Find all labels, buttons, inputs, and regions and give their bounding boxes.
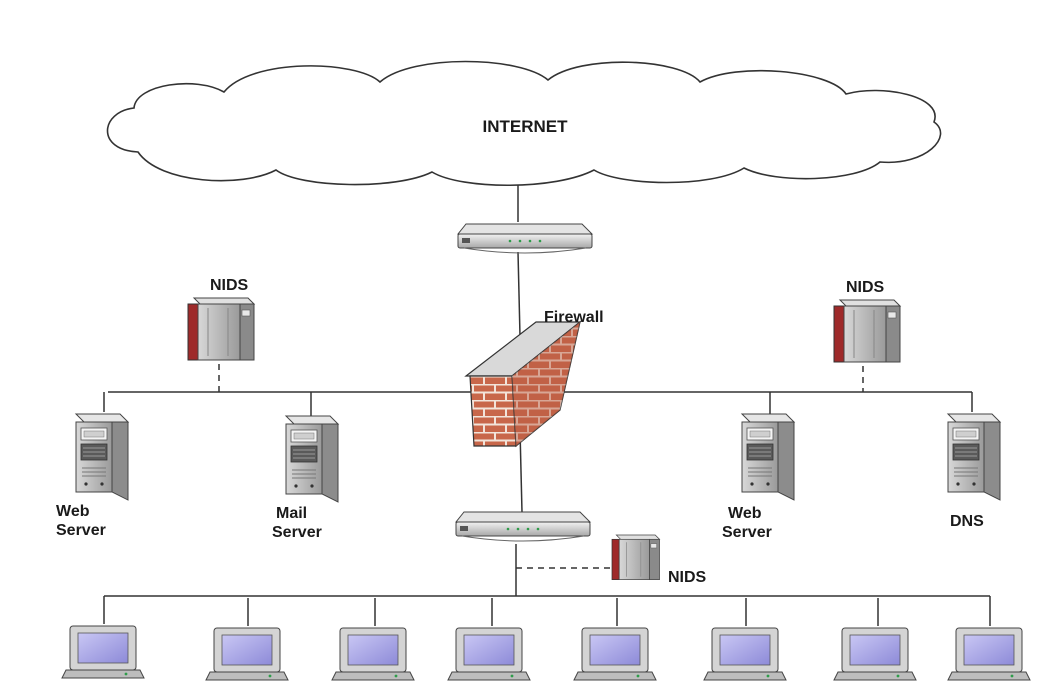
server-icon [947, 413, 1001, 501]
firewall-to-switch-link [519, 429, 523, 513]
nids-left-label: NIDS [210, 277, 249, 294]
nids-lan: NIDS [611, 534, 707, 586]
workstation-icon [331, 627, 415, 681]
nids-right-icon [833, 299, 901, 363]
router-to-firewall-link [517, 251, 521, 337]
nids-left: NIDS [187, 277, 255, 361]
server-mail: Mail Server [272, 415, 339, 541]
server-label-line2: Server [56, 522, 106, 539]
workstation-icon [573, 627, 657, 681]
server-web-2: Web Server [722, 413, 795, 541]
nids-taps [218, 364, 864, 569]
server-label-line1: Web [56, 503, 90, 520]
nids-left-icon [187, 297, 255, 361]
nids-right: NIDS [833, 279, 901, 363]
internet-label: INTERNET [483, 117, 569, 136]
server-icon [741, 413, 795, 501]
workstation-icon [947, 627, 1031, 681]
server-label-line1: Mail [276, 505, 307, 522]
server-label-line2: Server [722, 524, 772, 541]
nids-lan-icon [611, 534, 660, 581]
nids-lan-label: NIDS [668, 569, 707, 586]
internal-switch-icon [455, 511, 591, 542]
server-icon [75, 413, 129, 501]
server-label-line1: DNS [950, 513, 984, 530]
firewall-icon [464, 320, 582, 448]
server-icon [285, 415, 339, 503]
server-label-line2: Server [272, 524, 322, 541]
server-web-1: Web Server [56, 413, 129, 539]
workstation-icon [703, 627, 787, 681]
nids-right-label: NIDS [846, 279, 885, 296]
workstation-icon [61, 625, 145, 679]
workstation-icon [205, 627, 289, 681]
firewall-label: Firewall [544, 309, 604, 326]
workstations [61, 625, 1031, 681]
server-label-line1: Web [728, 505, 762, 522]
workstation-icon [833, 627, 917, 681]
edge-router-icon [457, 223, 593, 254]
internet-cloud: INTERNET [106, 60, 942, 187]
server-dns: DNS [947, 413, 1001, 530]
workstation-icon [447, 627, 531, 681]
